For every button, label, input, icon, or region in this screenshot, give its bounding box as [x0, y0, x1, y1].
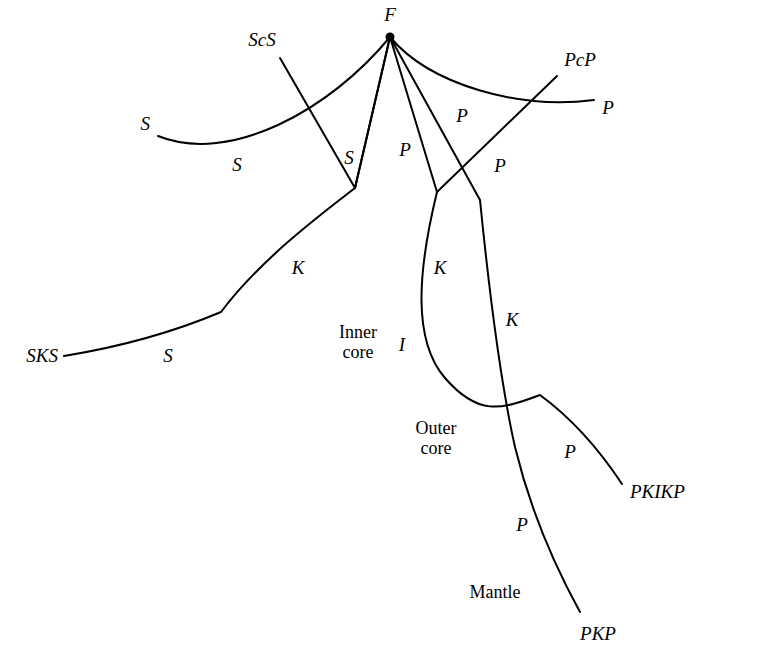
- region-label: Outer core: [416, 418, 457, 458]
- phase-label: PcP: [564, 50, 596, 70]
- boundary-circle: [322, 294, 439, 411]
- phase-label: ScS: [248, 30, 275, 50]
- phase-label: PKIKP: [630, 482, 685, 502]
- phase-label: K: [434, 258, 447, 278]
- inner-core-circle: Inner core: [320, 292, 440, 412]
- phase-label: S: [344, 148, 354, 168]
- region-label: Inner core: [339, 322, 377, 362]
- outer-core-circle-outline: [215, 187, 545, 517]
- region-label: Mantle: [470, 582, 521, 602]
- phase-label: P: [494, 156, 506, 176]
- phase-label: K: [506, 310, 519, 330]
- phase-label: P: [399, 140, 411, 160]
- mantle-fill: [62, 36, 734, 656]
- phase-label: I: [399, 335, 405, 355]
- inner-core-circle-outline: [320, 292, 440, 412]
- s-ray: [158, 37, 390, 144]
- phase-label: S: [141, 114, 151, 134]
- sks-ray: [64, 37, 390, 356]
- pkikp-ray: [421, 192, 622, 484]
- phase-label: P: [456, 106, 468, 126]
- focus-dot: [386, 33, 395, 42]
- boundary-circle: [217, 189, 544, 516]
- phase-label: F: [384, 5, 396, 25]
- mantle-disk: Mantle Outer core Inner core: [62, 36, 734, 656]
- phase-label: PKP: [580, 624, 616, 644]
- outer-core-circle: Outer core Inner core: [215, 187, 545, 517]
- phase-label: SKS: [26, 346, 58, 366]
- phase-label: P: [602, 98, 614, 118]
- phase-label: K: [292, 258, 305, 278]
- mantle-disk-outline: [62, 36, 734, 656]
- phase-label: P: [516, 515, 528, 535]
- pcp-ray: [390, 37, 557, 192]
- pkp-ray: [390, 37, 580, 612]
- phase-label: P: [564, 442, 576, 462]
- phase-label: S: [232, 155, 242, 175]
- phase-label: S: [163, 346, 173, 366]
